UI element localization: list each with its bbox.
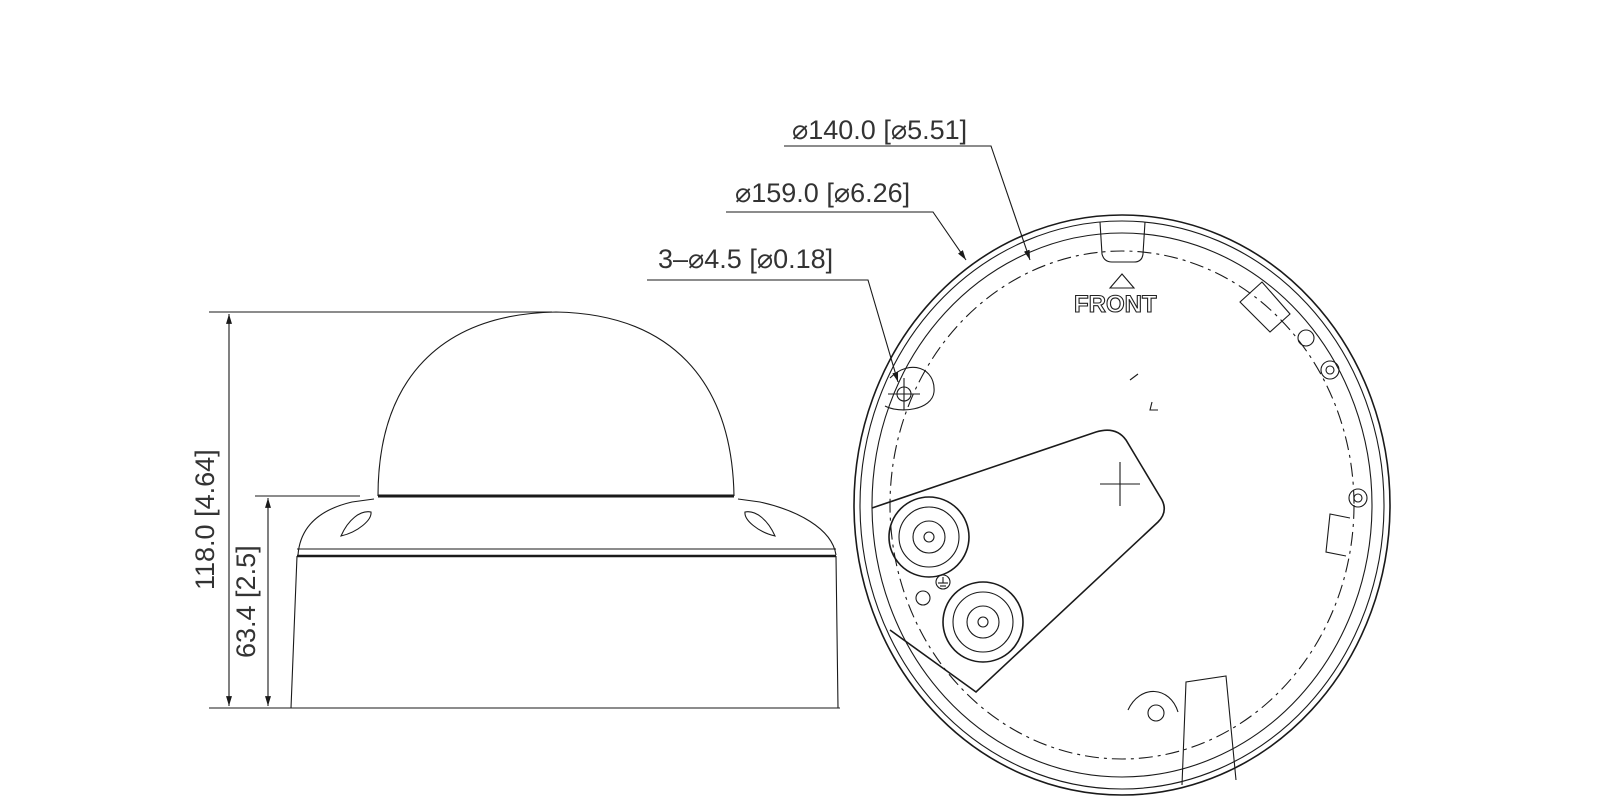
housing-body	[290, 555, 839, 709]
notch-upper-right	[1239, 281, 1291, 333]
leader-inner-diameter	[784, 145, 1031, 261]
mount-holes-label: 3–⌀4.5 [⌀0.18]	[658, 244, 833, 274]
base-height-label: 63.4 [2.5]	[231, 545, 261, 658]
outer-rim-inner	[859, 220, 1385, 790]
leader-outer-diameter	[726, 211, 967, 261]
vent-left	[340, 511, 372, 537]
notch-right	[1325, 513, 1351, 557]
mount-hole-circle	[889, 250, 1355, 760]
mount-view: FRONT ⌀140.0 [⌀5.51] ⌀159.0 [⌀6.26] 3–⌀4…	[647, 115, 1391, 796]
inner-wall	[871, 232, 1373, 778]
front-label: FRONT	[1074, 291, 1157, 318]
notch-bottom	[1181, 675, 1237, 786]
dome	[377, 311, 735, 497]
mount-hole-left	[884, 366, 935, 411]
cable-port-1	[888, 496, 970, 578]
ground-icon	[935, 574, 951, 590]
side-view: 118.0 [4.64] 63.4 [2.5]	[190, 311, 840, 709]
vent-right	[744, 511, 776, 537]
mount-hole-bottom	[1127, 690, 1179, 722]
outer-diameter-label: ⌀159.0 [⌀6.26]	[735, 178, 910, 208]
mount-hole-right	[1297, 329, 1368, 508]
outer-rim	[853, 214, 1391, 796]
cable-port-2	[942, 581, 1024, 663]
screw-hole	[915, 590, 931, 606]
housing-shoulder	[297, 498, 837, 556]
cable-plate	[871, 429, 1166, 694]
leader-mount-holes	[647, 279, 899, 383]
front-arrow-icon	[1108, 273, 1136, 289]
inner-diameter-label: ⌀140.0 [⌀5.51]	[792, 115, 967, 145]
notch-top	[1099, 221, 1146, 263]
total-height-label: 118.0 [4.64]	[190, 449, 220, 590]
marks	[1129, 373, 1158, 411]
